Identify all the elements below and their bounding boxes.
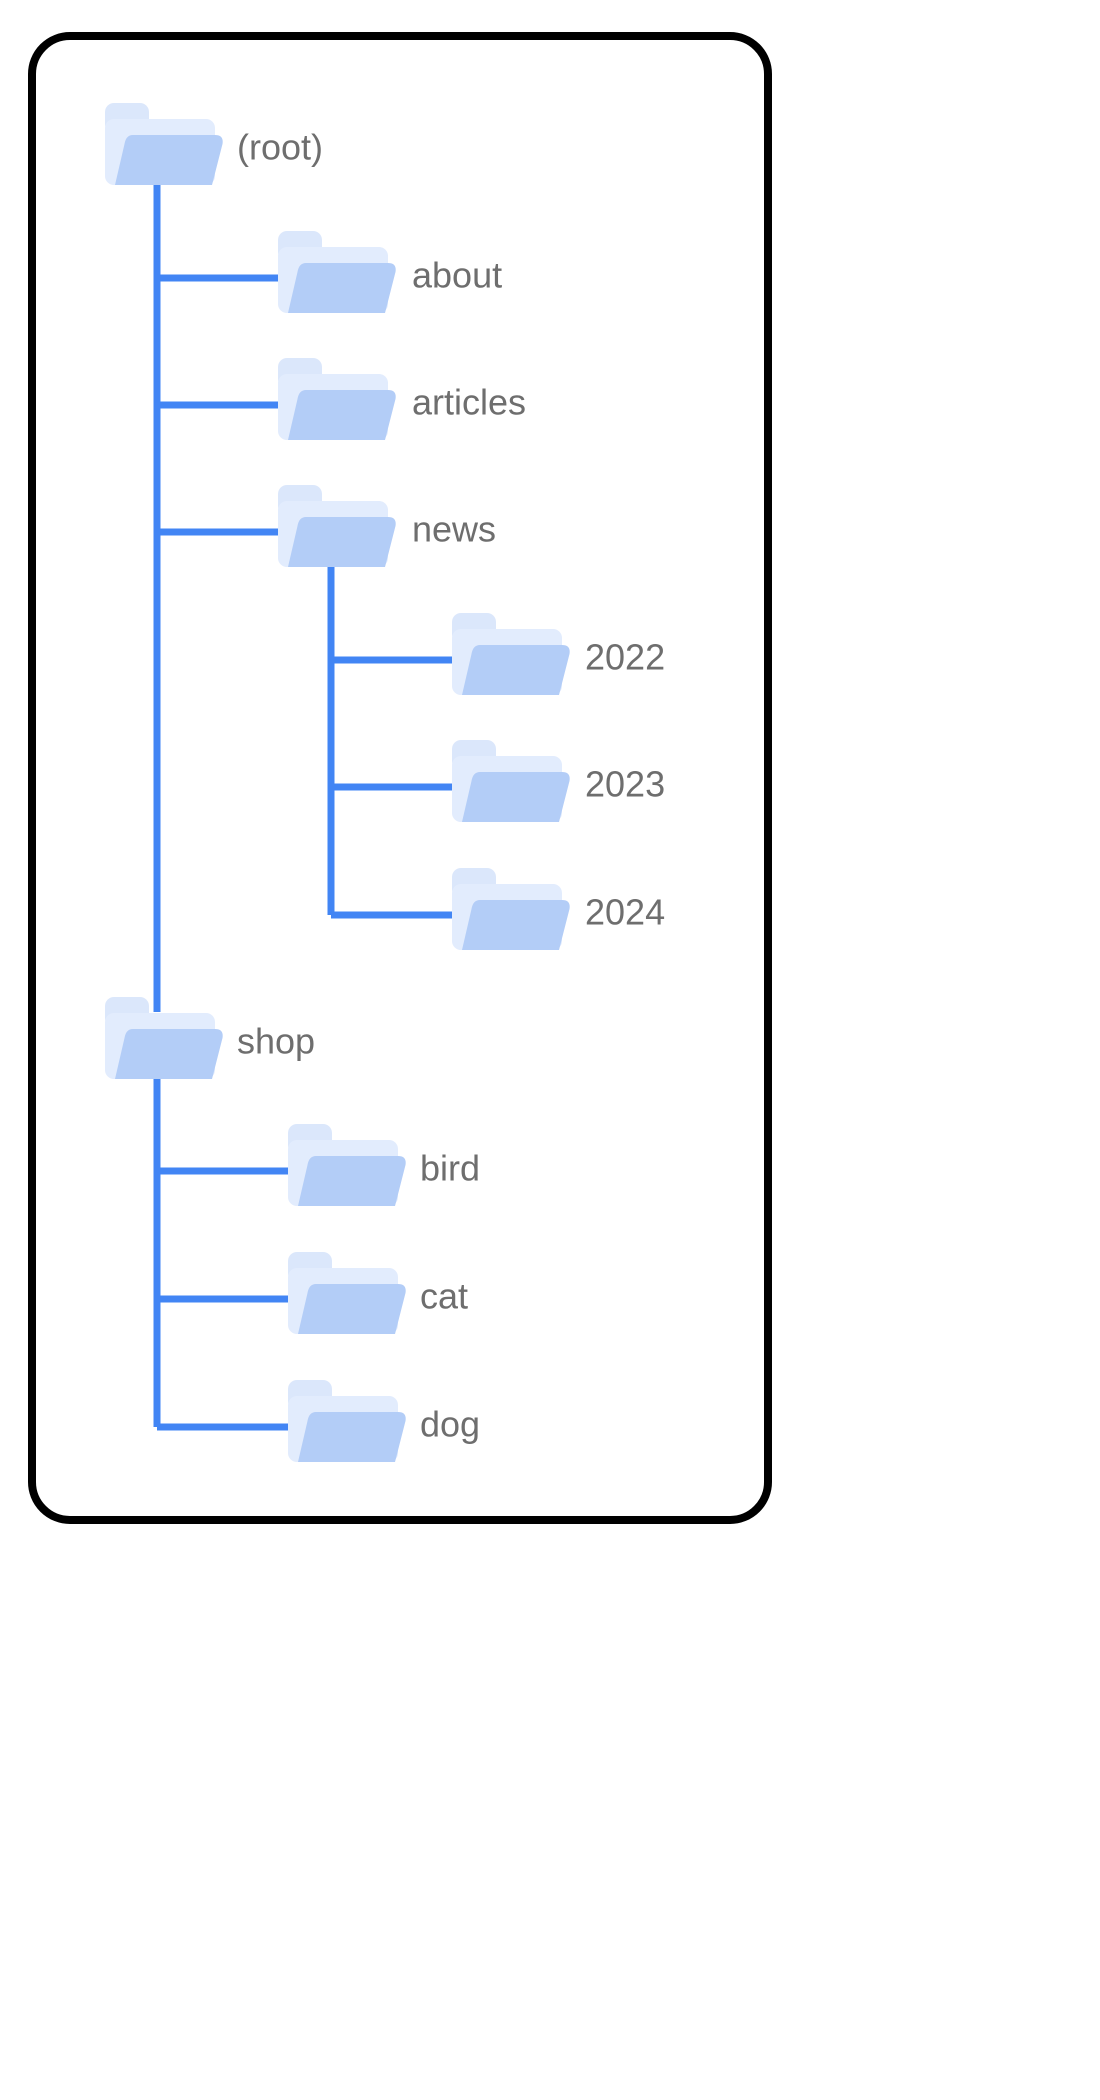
folder-front xyxy=(462,900,570,950)
folder-front xyxy=(298,1412,406,1462)
tree-node-shop-cat[interactable]: cat xyxy=(288,1252,468,1334)
connector-shop-to-shop-dog xyxy=(153,1079,296,1431)
node-label-about: about xyxy=(412,255,502,296)
node-label-shop: shop xyxy=(237,1021,315,1062)
connector-shop-to-shop-cat xyxy=(153,1079,296,1303)
connector-root-to-news xyxy=(153,185,286,536)
folder-front xyxy=(462,772,570,822)
tree-node-shop-dog[interactable]: dog xyxy=(288,1380,480,1462)
folder-front xyxy=(115,135,223,185)
folder-front xyxy=(298,1156,406,1206)
node-label-root: (root) xyxy=(237,127,323,168)
tree-node-root[interactable]: (root) xyxy=(105,103,323,185)
connector-news-to-news-2024 xyxy=(327,565,460,919)
tree-node-news-2023[interactable]: 2023 xyxy=(452,740,665,822)
folder-icon[interactable] xyxy=(278,231,396,313)
node-label-shop-cat: cat xyxy=(420,1276,468,1317)
connector-lines xyxy=(153,185,460,1431)
connector-news-to-news-2023 xyxy=(327,565,460,791)
folder-front xyxy=(298,1284,406,1334)
connector-root-to-articles xyxy=(153,185,286,409)
folder-front xyxy=(288,517,396,567)
node-label-shop-bird: bird xyxy=(420,1148,480,1189)
connector-shop-to-shop-bird xyxy=(153,1079,296,1175)
folder-icon[interactable] xyxy=(105,103,223,185)
folder-icon[interactable] xyxy=(288,1252,406,1334)
tree-node-news-2024[interactable]: 2024 xyxy=(452,868,665,950)
tree-node-shop-bird[interactable]: bird xyxy=(288,1124,480,1206)
node-label-news: news xyxy=(412,509,496,550)
diagram-card xyxy=(28,32,772,1524)
folder-icon[interactable] xyxy=(288,1380,406,1462)
tree-node-news[interactable]: news xyxy=(278,485,496,567)
node-label-news-2024: 2024 xyxy=(585,892,665,933)
folder-icon[interactable] xyxy=(452,740,570,822)
folder-icon[interactable] xyxy=(288,1124,406,1206)
folder-nodes: (root) about articles news 2022 2023 2024 shop b… xyxy=(105,103,665,1462)
connector-news-to-news-2022 xyxy=(327,565,460,664)
node-label-articles: articles xyxy=(412,382,526,423)
node-label-shop-dog: dog xyxy=(420,1404,480,1445)
folder-icon[interactable] xyxy=(278,358,396,440)
tree-node-shop[interactable]: shop xyxy=(105,997,315,1079)
folder-front xyxy=(288,390,396,440)
folder-front xyxy=(115,1029,223,1079)
tree-node-articles[interactable]: articles xyxy=(278,358,526,440)
folder-icon[interactable] xyxy=(105,997,223,1079)
connector-root-to-about xyxy=(153,185,286,282)
folder-icon[interactable] xyxy=(452,613,570,695)
tree-node-news-2022[interactable]: 2022 xyxy=(452,613,665,695)
tree-node-about[interactable]: about xyxy=(278,231,502,313)
node-label-news-2022: 2022 xyxy=(585,637,665,678)
folder-front xyxy=(462,645,570,695)
folder-front xyxy=(288,263,396,313)
node-label-news-2023: 2023 xyxy=(585,764,665,805)
folder-icon[interactable] xyxy=(452,868,570,950)
folder-icon[interactable] xyxy=(278,485,396,567)
